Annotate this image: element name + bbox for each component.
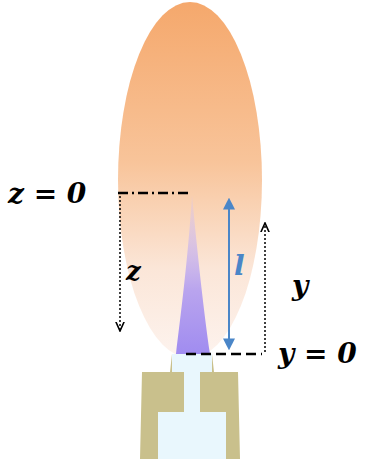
z0-label: z = 0: [8, 180, 86, 208]
length-label: l: [234, 252, 245, 280]
y-axis-arrow: [264, 224, 266, 352]
outer-flame: [118, 2, 262, 358]
z-label: z: [126, 258, 141, 284]
z-axis-arrow: [119, 196, 121, 330]
y0-label: y = 0: [278, 340, 357, 368]
y-label: y: [292, 272, 308, 300]
length-arrow: [228, 200, 230, 348]
inner-cone: [176, 195, 210, 354]
y0-line: [186, 353, 262, 356]
z0-line: [118, 192, 190, 195]
burner: [140, 354, 240, 459]
